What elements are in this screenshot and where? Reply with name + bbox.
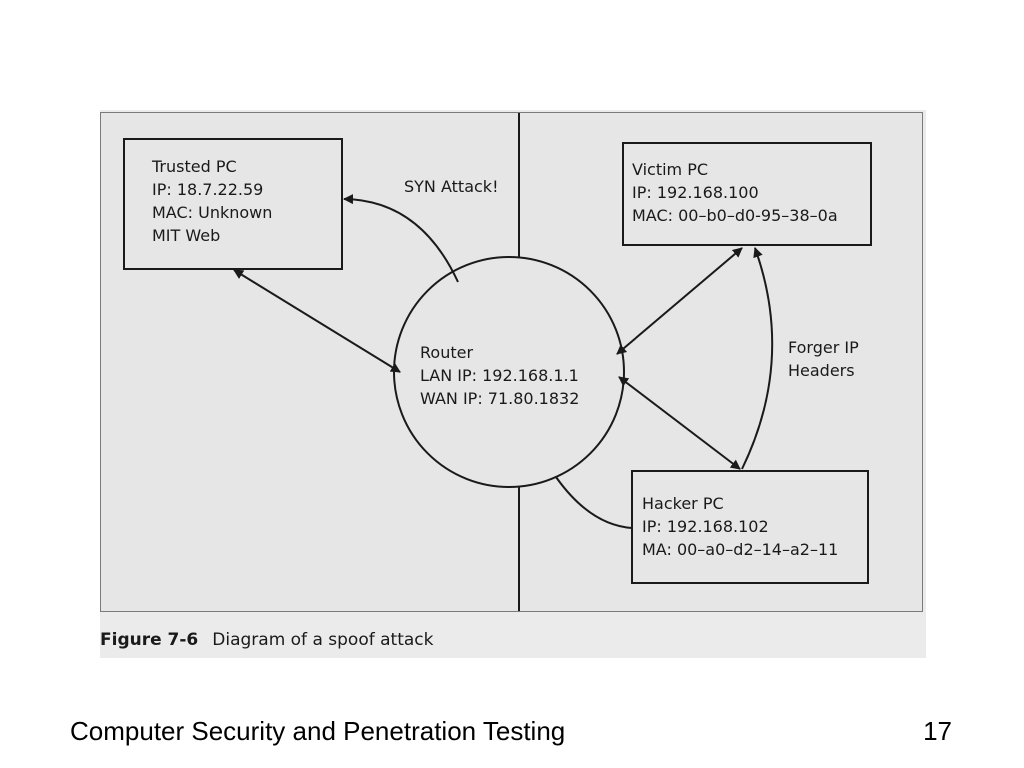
figure-caption: Figure 7-6 Diagram of a spoof attack [100, 630, 433, 650]
forger-ip-arrow [741, 247, 774, 470]
trusted-router-link [233, 269, 401, 373]
trusted-pc-mac: MAC: Unknown [152, 203, 272, 222]
victim-router-link [616, 247, 743, 355]
router-label: Router [420, 343, 473, 362]
figure-number: Figure 7-6 [100, 630, 199, 650]
victim-pc-box [622, 142, 872, 246]
syn-attack-arrow [343, 194, 459, 283]
router-lan-ip: LAN IP: 192.168.1.1 [420, 366, 579, 385]
trusted-pc-ip: IP: 18.7.22.59 [152, 180, 263, 199]
slide-page-number: 17 [923, 716, 952, 746]
hacker-pc-box [631, 470, 869, 584]
router-hacker-curve [555, 476, 633, 529]
forger-ip-label-line1: Forger IP [788, 338, 859, 357]
trusted-pc-web: MIT Web [152, 226, 220, 245]
forger-ip-label-line2: Headers [788, 361, 855, 380]
victim-pc-label: Victim PC [632, 160, 708, 179]
victim-pc-ip: IP: 192.168.100 [632, 183, 759, 202]
hacker-pc-mac: MA: 00–a0–d2–14–a2–11 [642, 540, 838, 559]
trusted-pc-label: Trusted PC [151, 157, 237, 176]
victim-pc-mac: MAC: 00–b0–d0-95–38–0a [632, 206, 838, 225]
hacker-pc-ip: IP: 192.168.102 [642, 517, 769, 536]
hacker-pc-label: Hacker PC [642, 494, 724, 513]
figure-caption-text: Diagram of a spoof attack [212, 630, 434, 650]
router-wan-ip: WAN IP: 71.80.1832 [420, 389, 579, 408]
syn-attack-label: SYN Attack! [404, 177, 498, 196]
router-hacker-link [618, 376, 741, 470]
slide-footer-title: Computer Security and Penetration Testin… [70, 716, 566, 746]
trusted-pc-box [123, 138, 343, 270]
